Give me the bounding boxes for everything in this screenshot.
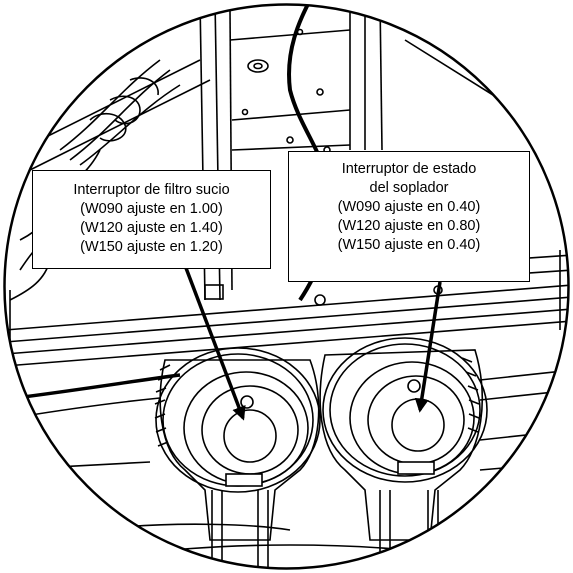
callout-setting-w090: (W090 ajuste en 1.00) [80, 201, 223, 217]
mounting-bracket [4, 250, 569, 370]
callout-setting-w150: (W150 ajuste en 1.20) [80, 239, 223, 255]
arrow-to-blower-switch [414, 281, 442, 413]
blower-status-pressure-switch [319, 337, 488, 569]
callout-title-line1: Interruptor de estado [341, 161, 477, 177]
detail-circle-frame [3, 3, 570, 570]
dirty-filter-pressure-switch [154, 347, 321, 569]
blower-status-switch-callout: Interruptor de estado del soplador (W090… [288, 151, 530, 282]
callout-setting-w090: (W090 ajuste en 0.40) [337, 199, 481, 215]
callout-setting-w150: (W150 ajuste en 0.40) [337, 237, 481, 253]
callout-title-line2: del soplador [369, 180, 449, 196]
callout-setting-w120: (W120 ajuste en 1.40) [80, 220, 223, 236]
arrow-to-filter-switch [184, 267, 246, 421]
callout-setting-w120: (W120 ajuste en 0.80) [337, 218, 481, 234]
lower-cables [4, 369, 569, 561]
dirty-filter-switch-callout: Interruptor de filtro sucio (W090 ajuste… [32, 170, 271, 269]
callout-title: Interruptor de filtro sucio [73, 182, 230, 198]
